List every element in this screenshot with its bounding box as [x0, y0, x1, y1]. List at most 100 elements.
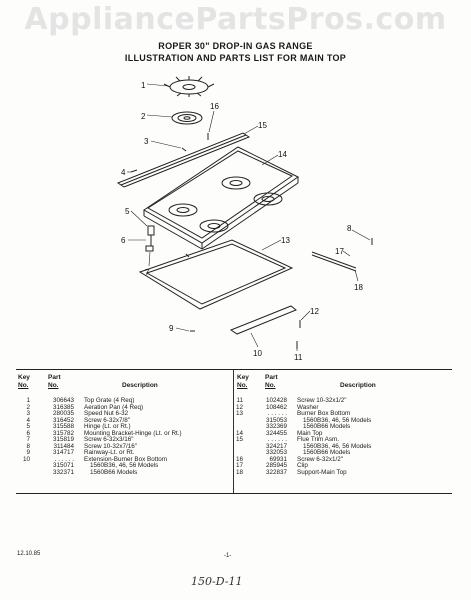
part-number: 324455 [265, 429, 287, 437]
exploded-diagram: 1 2 16 3 15 14 4 5 6 7 8 13 17 18 12 9 1… [116, 76, 373, 362]
table-row: 14 324455 Main Top [229, 429, 371, 438]
part-description: Screw 6-32x3/16" [84, 436, 134, 443]
key-number: 9 [26, 449, 30, 456]
key-number: 14 [235, 429, 243, 437]
table-row: 10 . . . . . . Extension-Burner Box Bottom [16, 455, 182, 464]
part-description: Speed Nut 6-32 [84, 410, 129, 417]
part-number: 102428 [265, 397, 287, 404]
part-number: . . . . . . [54, 455, 74, 463]
part-description: Extension-Burner Box Bottom [84, 455, 167, 463]
part-number: 332369 [265, 423, 287, 430]
page-number: -1- [224, 553, 232, 559]
key-number: 4 [26, 416, 30, 424]
part-number: 322837 [265, 468, 287, 476]
extension-drawing [229, 305, 297, 335]
key-number: 13 [235, 410, 243, 417]
page-subtitle: ILLUSTRATION AND PARTS LIST FOR MAIN TOP [124, 53, 347, 63]
table-row: 2 316385 Aeration Pan (4 Req) [16, 403, 182, 412]
top-grate-drawing [163, 76, 215, 97]
part-number: 280035 [52, 410, 74, 417]
screw-drawings [130, 133, 373, 349]
part-number: 314717 [52, 449, 74, 456]
description-header: Description [122, 382, 158, 389]
part-description: Washer [297, 403, 319, 411]
page-title: ROPER 30" DROP-IN GAS RANGE [158, 41, 313, 51]
part-number: . . . . . . [267, 410, 287, 417]
part-description: Screw 10-32x7/16" [84, 442, 137, 450]
part-number: 332053 [265, 449, 287, 456]
flue-trim-drawing [116, 132, 251, 188]
table-row: 13 . . . . . . Burner Box Bottom [229, 410, 371, 418]
hinge-drawing [145, 225, 155, 252]
part-description: Clip [297, 462, 308, 469]
callout-5: 5 [125, 207, 130, 216]
table-row: 315071 1560B36, 46, 56 Models [16, 462, 182, 470]
callout-17: 17 [335, 247, 344, 256]
part-number: 315819 [52, 436, 74, 443]
part-description: Screw 6-32x7/8" [84, 416, 130, 424]
part-description: Screw 10-32x1/2" [297, 397, 347, 404]
part-number: 315071 [52, 462, 74, 469]
part-description: Top Grate (4 Req) [84, 397, 135, 404]
part-description: Burner Box Bottom [297, 410, 351, 417]
part-number: 315782 [52, 429, 74, 437]
key-number: 7 [26, 436, 30, 443]
table-row: 7 315819 Screw 6-32x3/16" [16, 436, 182, 444]
part-number: 315588 [52, 423, 74, 430]
part-number: 332371 [52, 468, 74, 476]
key-number: 10 [22, 455, 30, 463]
part-description: Hinge (Lt. or Rt.) [84, 423, 131, 430]
burner-box-bottom-drawing [138, 239, 294, 310]
key-number: 11 [236, 397, 243, 404]
part-number: 315053 [265, 416, 287, 424]
table-row: 3 280035 Speed Nut 6-32 [16, 410, 182, 418]
part-description: 1560B36, 46, 56 Models [90, 462, 159, 469]
table-row: 332053 1560B66 Models [229, 449, 371, 457]
support-drawing [311, 251, 357, 272]
part-number: 108462 [265, 403, 287, 411]
callout-16: 16 [210, 102, 219, 111]
part-description: Main Top [297, 429, 323, 437]
part-number: . . . . . . [267, 436, 287, 443]
callout-18: 18 [354, 283, 363, 292]
part-description: Mounting Bracket-Hinge (Lt. or Rt.) [84, 429, 182, 437]
part-number: 69931 [269, 455, 287, 463]
aeration-pan-drawing [171, 111, 203, 125]
part-description: 1560B66 Models [303, 449, 351, 456]
part-description: Aeration Pan (4 Req) [84, 403, 144, 411]
key-number: 18 [235, 468, 243, 476]
callout-9: 9 [169, 324, 174, 333]
part-description: 1560B36, 46, 56 Models [303, 416, 372, 424]
main-top-drawing [143, 146, 299, 250]
table-row: 18 322837 Support-Main Top [229, 468, 371, 477]
part-number: 316385 [52, 403, 74, 411]
table-row: 12 108462 Washer [229, 403, 371, 412]
key-number: 15 [235, 436, 243, 443]
part-number: 311484 [53, 442, 74, 450]
key-number: 12 [235, 403, 243, 411]
part-description: Support-Main Top [297, 468, 347, 476]
part-number: 324217 [265, 442, 287, 450]
description-header-right: Description [340, 382, 376, 389]
callout-2: 2 [141, 112, 146, 121]
key-number: 2 [26, 403, 30, 411]
watermark-logo: AppliancePartsPros.com [24, 2, 447, 37]
key-number: 17 [235, 462, 243, 469]
callout-4: 4 [121, 168, 126, 177]
part-number: 306643 [52, 397, 74, 404]
callout-11: 11 [294, 353, 303, 362]
key-number: 3 [26, 410, 30, 417]
callout-15: 15 [258, 121, 267, 130]
